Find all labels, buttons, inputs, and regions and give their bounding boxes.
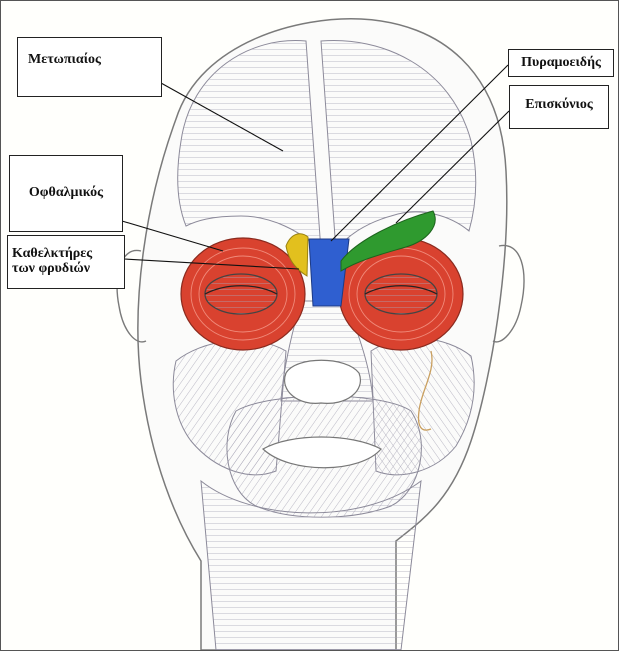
label-procerus-text: Πυραμοειδής [521,56,601,71]
label-frontalis-text: Μετωπιαίος [28,53,101,68]
label-orbicularis-text: Οφθαλμικός [29,186,103,201]
label-depressor-supercilii: Επισκύνιος [509,85,609,129]
nose-tip [285,360,361,403]
label-orbicularis-oculi: Οφθαλμικός [9,155,123,232]
left-eye [205,274,277,314]
right-eye [365,274,437,314]
label-depressor-text: Επισκύνιος [525,98,593,113]
label-corrugator-line1: Καθελκτήρες [12,247,92,262]
label-frontalis: Μετωπιαίος [17,37,162,97]
label-corrugator: Καθελκτήρες των φρυδιών [7,235,125,289]
label-procerus: Πυραμοειδής [508,49,614,77]
label-corrugator-line2: των φρυδιών [12,262,90,277]
